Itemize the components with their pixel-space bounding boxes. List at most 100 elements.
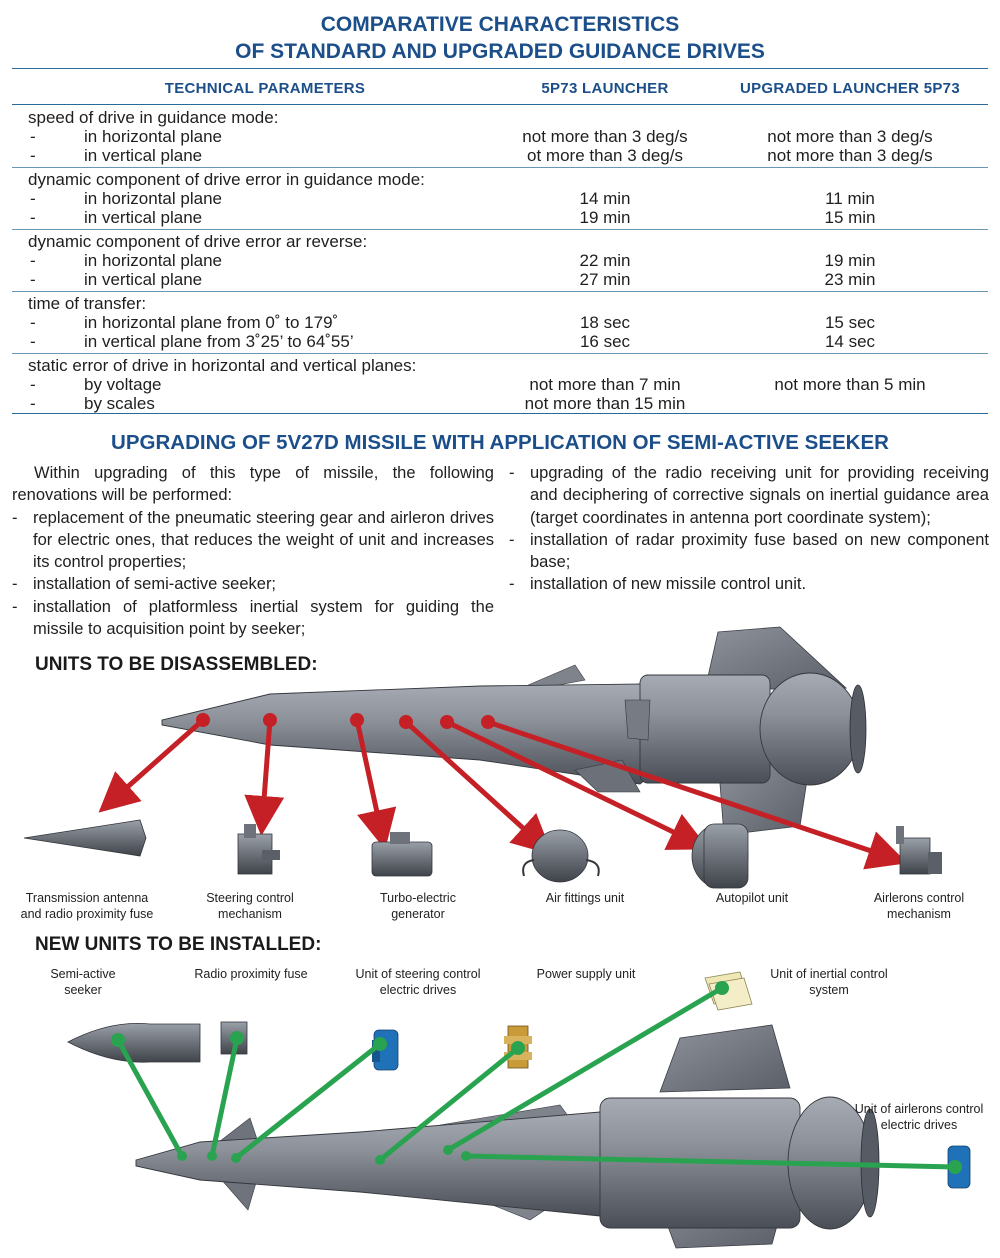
table-cell-5p73: not more than 15 min — [524, 394, 686, 413]
caption-line: mechanism — [887, 907, 951, 921]
col-header-upgraded: UPGRADED LAUNCHER 5P73 — [740, 80, 960, 97]
caption-line: Power supply unit — [536, 967, 636, 981]
caption-line: Steering control — [206, 891, 294, 905]
airlerons-mechanism-part — [896, 826, 942, 875]
caption-line: system — [809, 983, 849, 997]
table-sub-dash: - — [30, 313, 36, 332]
table-sub-label: in vertical plane — [84, 208, 203, 227]
table-header-rule — [12, 104, 988, 105]
table-cell-upgraded: 15 sec — [824, 313, 876, 332]
caption-line: Unit of airlerons control — [854, 1102, 984, 1116]
caption-line: mechanism — [218, 907, 282, 921]
table-cell-5p73: 27 min — [579, 270, 631, 289]
table-group-label: speed of drive in guidance mode: — [28, 108, 279, 127]
table-sub-dash: - — [30, 127, 36, 146]
section-title-upgrading: UPGRADING OF 5V27D MISSILE WITH APPLICAT… — [111, 431, 889, 454]
caption-line: Radio proximity fuse — [194, 967, 308, 981]
table-cell-upgraded: 14 sec — [824, 332, 876, 351]
caption-line: electric drives — [379, 983, 457, 997]
caption-steering-drives: Unit of steering control electric drives — [340, 966, 496, 998]
table-sub-dash: - — [30, 270, 36, 289]
caption-line: Autopilot unit — [715, 891, 789, 905]
install-points — [111, 981, 962, 1174]
list-item: installation of new missile control unit… — [509, 573, 989, 596]
turbo-generator-part — [371, 832, 433, 877]
table-cell-5p73: ot more than 3 deg/s — [527, 146, 683, 165]
caption-air-fittings: Air fittings unit — [515, 890, 655, 906]
table-cell-upgraded: not more than 5 min — [774, 375, 926, 394]
removal-arrows — [98, 717, 908, 870]
missile-upper — [161, 626, 867, 836]
col-header-5p73: 5P73 LAUNCHER — [541, 80, 669, 97]
table-cell-upgraded: not more than 3 deg/s — [767, 146, 933, 165]
table-sub-label: in horizontal plane — [84, 189, 222, 208]
table-sub-dash: - — [30, 251, 36, 270]
text-column-right: upgrading of the radio receiving unit fo… — [509, 462, 989, 596]
caption-line: Air fittings unit — [545, 891, 625, 905]
table-group-label: dynamic component of drive error ar reve… — [28, 232, 368, 251]
intro-paragraph: Within upgrading of this type of missile… — [12, 464, 494, 505]
caption-line: generator — [391, 907, 445, 921]
table-cell-5p73: 14 min — [579, 189, 631, 208]
autopilot-part — [691, 823, 749, 889]
list-item: replacement of the pneumatic steering ge… — [12, 507, 494, 574]
air-fittings-part — [522, 829, 600, 883]
caption-transmission-antenna: Transmission antenna and radio proximity… — [8, 890, 166, 922]
table-sub-label: in vertical plane — [84, 146, 203, 165]
list-item: installation of platformless inertial sy… — [12, 596, 494, 641]
table-sub-label: in vertical plane — [84, 270, 203, 289]
caption-autopilot: Autopilot unit — [682, 890, 822, 906]
table-row-divider — [12, 353, 988, 354]
table-cell-5p73: not more than 7 min — [529, 375, 681, 394]
steering-mechanism-part — [237, 824, 280, 875]
install-lines — [115, 985, 958, 1170]
caption-line: Turbo-electric — [380, 891, 456, 905]
table-sub-label: by voltage — [84, 375, 162, 394]
table-sub-label: in horizontal plane — [84, 127, 222, 146]
table-row-divider — [12, 291, 988, 292]
table-sub-label: in vertical plane from 3˚25’ to 64˚55’ — [84, 332, 354, 351]
table-cell-upgraded: 19 min — [824, 251, 876, 270]
table-row-divider — [12, 229, 988, 230]
heading-units-disassembled: UNITS TO BE DISASSEMBLED: — [35, 654, 318, 675]
removal-points — [196, 713, 495, 729]
caption-line: Unit of inertial control — [770, 967, 888, 981]
caption-airlerons-drives: Unit of airlerons control electric drive… — [838, 1101, 1000, 1133]
table-sub-dash: - — [30, 394, 36, 413]
caption-inertial-control: Unit of inertial control system — [754, 966, 904, 998]
table-sub-dash: - — [30, 332, 36, 351]
table-top-rule — [12, 68, 988, 69]
table-group-label: time of transfer: — [28, 294, 147, 313]
table-cell-upgraded: 15 min — [824, 208, 876, 227]
caption-line: Semi-active — [50, 967, 116, 981]
transmission-antenna-part — [23, 819, 147, 857]
caption-line: Unit of steering control — [355, 967, 481, 981]
table-sub-dash: - — [30, 189, 36, 208]
table-sub-label: in horizontal plane — [84, 251, 222, 270]
list-item: installation of radar proximity fuse bas… — [509, 529, 989, 574]
table-cell-5p73: not more than 3 deg/s — [522, 127, 688, 146]
table-cell-upgraded: not more than 3 deg/s — [767, 127, 933, 146]
caption-airlerons-mechanism: Airlerons control mechanism — [848, 890, 990, 922]
table-bottom-rule — [12, 413, 988, 414]
table-sub-dash: - — [30, 146, 36, 165]
caption-line: Transmission antenna — [25, 891, 149, 905]
caption-line: and radio proximity fuse — [20, 907, 154, 921]
table-cell-upgraded: 11 min — [825, 189, 875, 208]
list-item: upgrading of the radio receiving unit fo… — [509, 462, 989, 529]
page-title-line2: OF STANDARD AND UPGRADED GUIDANCE DRIVES — [235, 40, 765, 63]
col-header-parameters: TECHNICAL PARAMETERS — [164, 80, 366, 97]
table-row-divider — [12, 167, 988, 168]
text-column-left: Within upgrading of this type of missile… — [12, 462, 494, 640]
caption-radio-proximity-fuse: Radio proximity fuse — [176, 966, 326, 982]
table-sub-label: in horizontal plane from 0˚ to 179˚ — [84, 313, 339, 332]
caption-line: seeker — [64, 983, 102, 997]
caption-turbo-generator: Turbo-electric generator — [348, 890, 488, 922]
table-cell-5p73: 16 sec — [579, 332, 631, 351]
table-group-label: dynamic component of drive error in guid… — [28, 170, 425, 189]
caption-power-supply: Power supply unit — [516, 966, 656, 982]
caption-line: electric drives — [880, 1118, 958, 1132]
table-cell-upgraded: 23 min — [824, 270, 876, 289]
heading-units-installed: NEW UNITS TO BE INSTALLED: — [35, 934, 322, 955]
